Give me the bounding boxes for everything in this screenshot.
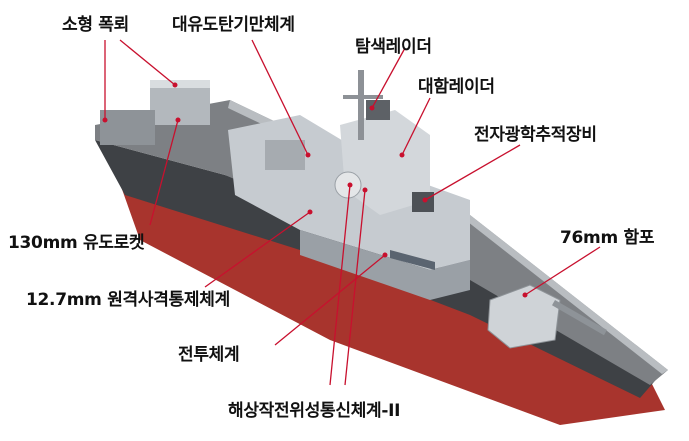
mast-pole (358, 70, 364, 140)
mast-spar (343, 95, 383, 99)
label-anti-sub-torpedo: 대유도탄기만체계 (172, 15, 295, 35)
label-comms-system: 해상작전위성통신체계-II (228, 401, 401, 421)
rocket-launcher (150, 85, 210, 125)
label-small-decoy: 소형 폭뢰 (62, 15, 129, 35)
label-gun-76mm: 76mm 함포 (560, 228, 655, 248)
rocket-launcher-top (150, 80, 210, 88)
label-eo-tracking: 전자광학추적장비 (474, 125, 597, 145)
label-fire-control-radar: 대함레이더 (418, 77, 495, 97)
eo-tracker (412, 192, 434, 212)
radar-dome (334, 171, 362, 199)
label-rocket-130mm: 130mm 유도로켓 (8, 233, 145, 253)
label-search-radar: 탐색레이더 (355, 37, 432, 57)
aft-structure (100, 110, 155, 145)
gun-barrel (552, 299, 607, 336)
label-rws-12-7mm: 12.7mm 원격사격통제체계 (26, 290, 230, 310)
mast-top (366, 100, 390, 120)
bridge-windows (390, 250, 435, 270)
label-combat-system: 전투체계 (178, 345, 240, 365)
decoy-launcher (265, 140, 305, 170)
